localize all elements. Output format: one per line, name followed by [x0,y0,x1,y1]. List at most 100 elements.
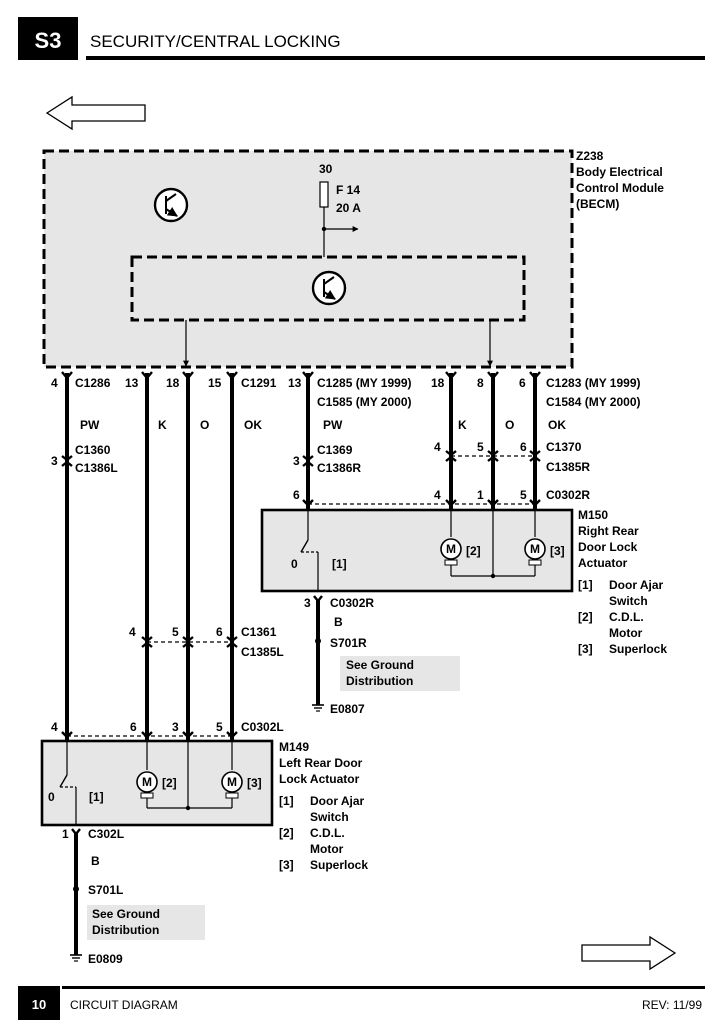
inline-connector [61,731,238,739]
becm-name-line: (BECM) [576,197,619,211]
legend-tag: [1] [578,578,593,592]
ground-note-box [340,656,460,691]
becm-module: 30 F 14 20 A Z238 Body Electrical Contro… [42,149,664,369]
motor-label: M [530,542,540,556]
earth-label: E0807 [330,702,365,716]
pin-number: 8 [477,376,484,390]
pin-number: 6 [293,488,300,502]
pin-number: 3 [172,720,179,734]
legend-tag: [1] [279,794,294,808]
left-harness: PW K O OK 3 C1360 C1386L 4 5 6 C1361 C13… [51,371,284,740]
inline-connector [445,450,541,462]
connector-label: C1370 [546,440,582,454]
pin-number: 1 [62,827,69,841]
pin-number: 5 [520,488,527,502]
pin-number: 6 [519,376,526,390]
pin-number: 3 [51,454,58,468]
inline-connector [302,499,541,507]
splice-label: S701L [88,883,123,897]
becm-name-line: Body Electrical [576,165,663,179]
connector-label: C1386L [75,461,118,475]
pin-number: 4 [51,720,58,734]
pin-number: 18 [166,376,180,390]
m149-actuator: 0 [1] M [2] M [3] M149 Left Rear Door Lo… [40,739,368,872]
motor-tag: [3] [247,776,262,790]
page-title: SECURITY/CENTRAL LOCKING [90,32,341,51]
switch-state: 0 [291,557,298,571]
connector-label: C1385L [241,645,284,659]
connector-label: C1361 [241,625,277,639]
splice-icon [315,638,321,644]
page-header: S3 SECURITY/CENTRAL LOCKING [18,17,705,60]
m150-ref: M150 [578,508,608,522]
pin-number: 18 [431,376,445,390]
legend-text: C.D.L. [310,826,345,840]
motor-tag: [3] [550,544,565,558]
pin-number: 4 [129,625,136,639]
switch-tag: [1] [89,790,104,804]
wire-colour: B [91,854,100,868]
junction-dot [490,573,496,579]
connector-label: C1584 (MY 2000) [546,395,641,409]
pin-number: 13 [288,376,302,390]
ground-note: See Ground [92,907,160,921]
legend-tag: [2] [279,826,294,840]
m149-name-line: Lock Actuator [279,772,360,786]
legend-text: Superlock [310,858,368,872]
left-ground: 1 C302L B S701L See Ground Distribution … [62,827,205,966]
junction-dot [185,805,191,811]
legend-text: Switch [310,810,349,824]
motor-tag: [2] [162,776,177,790]
connector-label: C0302R [546,488,590,502]
footer-rule [62,986,705,989]
next-page-arrow-icon[interactable] [581,935,677,971]
pin-number: 1 [477,488,484,502]
connector-label: C302L [88,827,124,841]
section-tab [18,17,78,60]
legend-tag: [2] [578,610,593,624]
switch-state: 0 [48,790,55,804]
prev-page-arrow-icon[interactable] [45,95,146,131]
inline-connector [61,455,73,467]
becm-name-line: Control Module [576,181,664,195]
earth-icon [312,704,324,712]
motor-icon [524,538,546,566]
becm-connectors: 4 C1286 13 18 15 C1291 13 C1285 (MY 1999… [51,376,641,409]
m150-name-line: Actuator [578,556,628,570]
wire-colour: K [158,418,167,432]
m150-name-line: Door Lock [578,540,638,554]
splice-label: S701R [330,636,367,650]
fuse-icon [319,181,329,208]
transistor-icon [311,270,347,306]
motor-tag: [2] [466,544,481,558]
wire-colour: O [200,418,209,432]
pin-number: 15 [208,376,222,390]
right-harness: PW K O OK 3 C1369 C1386R 4 5 6 C1370 C13… [293,371,590,510]
switch-icon [59,774,77,826]
page-number-tab [18,986,60,1020]
m150-name-line: Right Rear [578,524,639,538]
fuse-rating: 20 A [336,201,361,215]
legend-text: Motor [310,842,344,856]
pin-number: 5 [216,720,223,734]
connector-label: C1385R [546,460,590,474]
ground-note-box [87,905,205,940]
legend-tag: [3] [578,642,593,656]
pin-number: 4 [51,376,58,390]
connector-label: C1283 (MY 1999) [546,376,641,390]
motor-label: M [142,775,152,789]
connector-label: C0302R [330,596,374,610]
transistor-icon [153,187,189,223]
inline-connector [141,636,238,648]
pin-number: 4 [434,488,441,502]
wire-colour: B [334,615,343,629]
m150-box [260,508,574,593]
header-rule [86,56,705,60]
connector-label: C1585 (MY 2000) [317,395,412,409]
footer-revision: REV: 11/99 [642,998,702,1012]
page-number: 10 [32,997,46,1012]
legend-text: Motor [609,626,643,640]
switch-icon [300,539,319,591]
motor-label: M [446,542,456,556]
connector-label: C1285 (MY 1999) [317,376,412,390]
